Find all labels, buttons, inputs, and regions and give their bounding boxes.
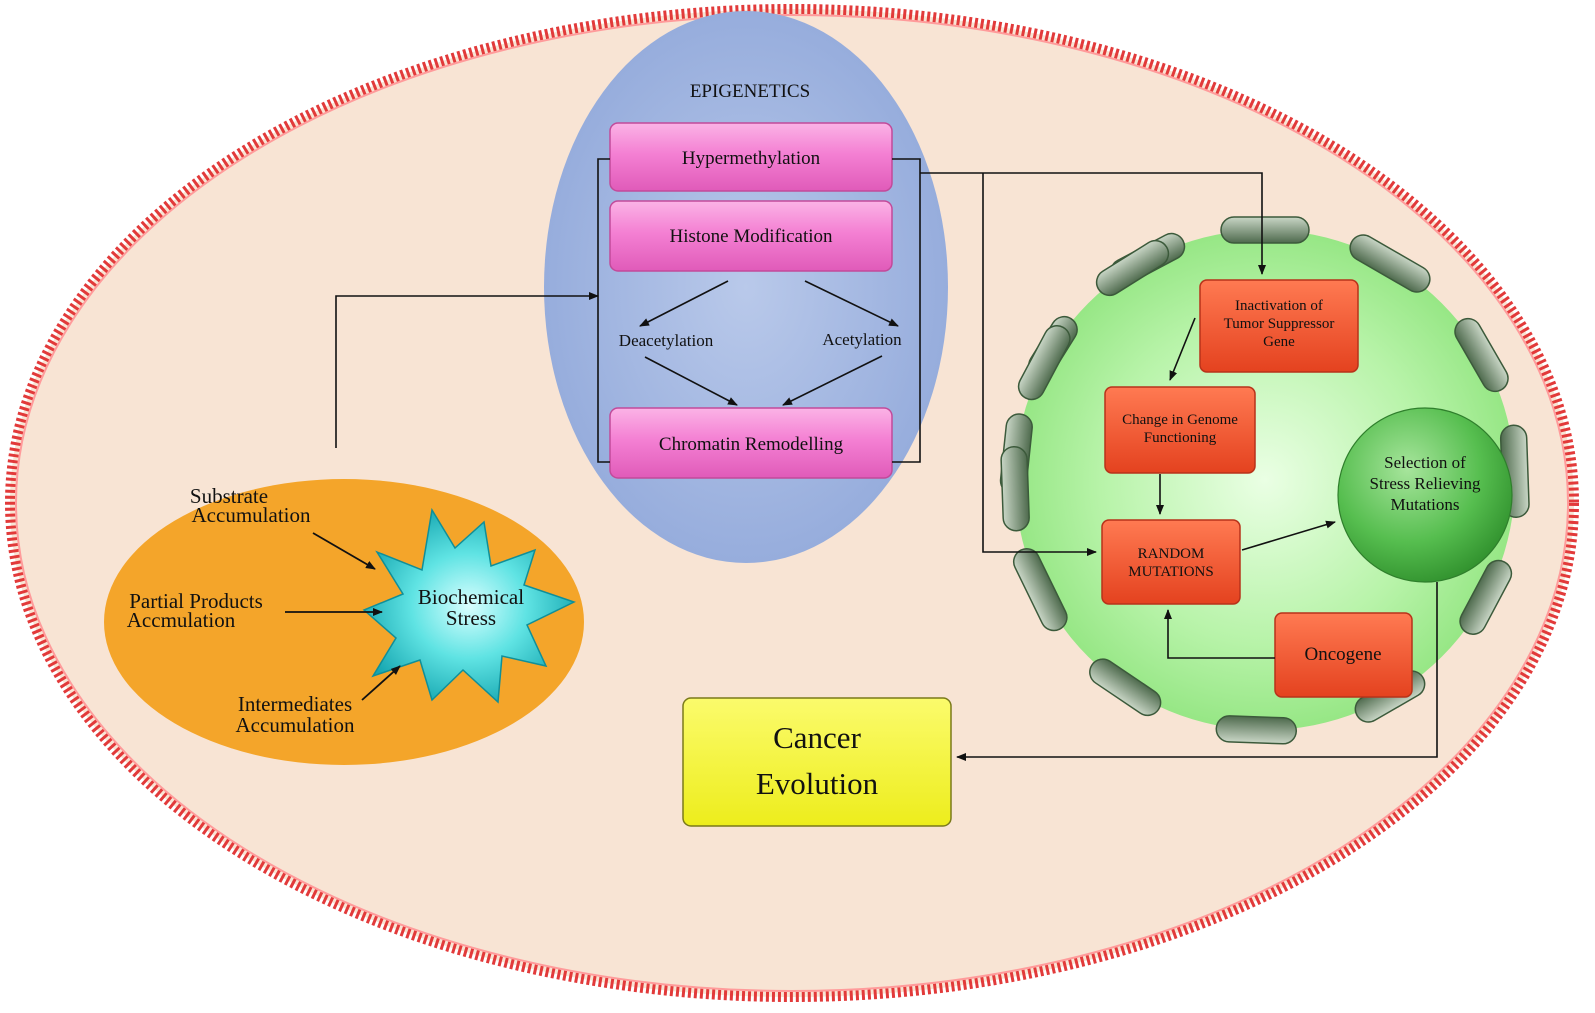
selection-line3: Mutations xyxy=(1391,495,1460,514)
epigenetics-title: EPIGENETICS xyxy=(690,81,810,102)
chromatin-remodelling-box xyxy=(609,407,893,479)
intermediates-line2: Accumulation xyxy=(236,713,355,737)
cancer-evolution-box xyxy=(682,697,952,827)
arrow-intermediates-to-stress xyxy=(361,665,401,701)
arrow-stress-to-epigenetics xyxy=(335,292,599,448)
biochemical-stress-star xyxy=(362,507,576,704)
arrow-inactivation-to-genome xyxy=(1169,317,1196,381)
deacetylation-label: Deacetylation xyxy=(619,331,714,350)
arrow-random-to-selection xyxy=(1241,520,1336,551)
partial-line1: Partial Products xyxy=(129,589,263,613)
genome-line2: Functioning xyxy=(1144,430,1217,446)
inactivation-line2: Tumor Suppressor xyxy=(1224,316,1335,332)
inactivation-line1: Inactivation of xyxy=(1235,298,1323,314)
arrow-deacetylation-to-chromatin xyxy=(644,356,738,406)
histone-modification-label: Histone Modification xyxy=(669,226,833,247)
intermediates-line1: Intermediates xyxy=(238,692,352,716)
right-bracket xyxy=(892,158,921,463)
biochemical-line2: Stress xyxy=(446,606,496,630)
inactivation-line3: Gene xyxy=(1263,334,1295,350)
arrow-acetylation-to-chromatin xyxy=(782,355,883,406)
arrow-epigenetics-to-random xyxy=(982,173,1097,556)
genome-line1: Change in Genome xyxy=(1122,412,1238,428)
selection-line1: Selection of xyxy=(1384,453,1466,472)
cell-nucleus xyxy=(1015,230,1515,730)
genome-box xyxy=(1104,386,1256,474)
random-line2: MUTATIONS xyxy=(1128,564,1213,580)
left-bracket xyxy=(597,158,610,463)
oncogene-box xyxy=(1274,612,1413,698)
arrow-histone-to-acetylation xyxy=(804,280,899,327)
inactivation-box xyxy=(1199,279,1359,373)
selection-line2: Stress Relieving xyxy=(1370,474,1481,493)
acetylation-label: Acetylation xyxy=(822,330,902,349)
substrate-line2: Accumulation xyxy=(192,503,311,527)
arrow-selection-to-cancer xyxy=(956,582,1438,761)
arrow-substrate-to-stress xyxy=(312,532,376,570)
selection-circle xyxy=(1337,407,1513,583)
hypermethylation-box xyxy=(609,122,893,192)
chromatin-remodelling-label: Chromatin Remodelling xyxy=(659,434,844,455)
random-line1: RANDOM xyxy=(1138,546,1205,562)
partial-line2: Accmulation xyxy=(127,608,236,632)
random-mutations-box xyxy=(1101,519,1241,605)
cancer-line2: Evolution xyxy=(756,766,879,801)
histone-modification-box xyxy=(609,200,893,272)
arrow-histone-to-deacetylation xyxy=(639,280,729,327)
cancer-line1: Cancer xyxy=(773,720,861,755)
arrow-epigenetics-to-inactivation xyxy=(920,172,1266,275)
arrow-oncogene-to-random xyxy=(1164,609,1275,659)
biochemical-line1: Biochemical xyxy=(418,585,524,609)
hypermethylation-label: Hypermethylation xyxy=(682,148,821,169)
substrate-line1: Substrate xyxy=(190,484,268,508)
nuclear-envelope-segments xyxy=(999,216,1530,745)
oncogene-label: Oncogene xyxy=(1304,644,1381,665)
